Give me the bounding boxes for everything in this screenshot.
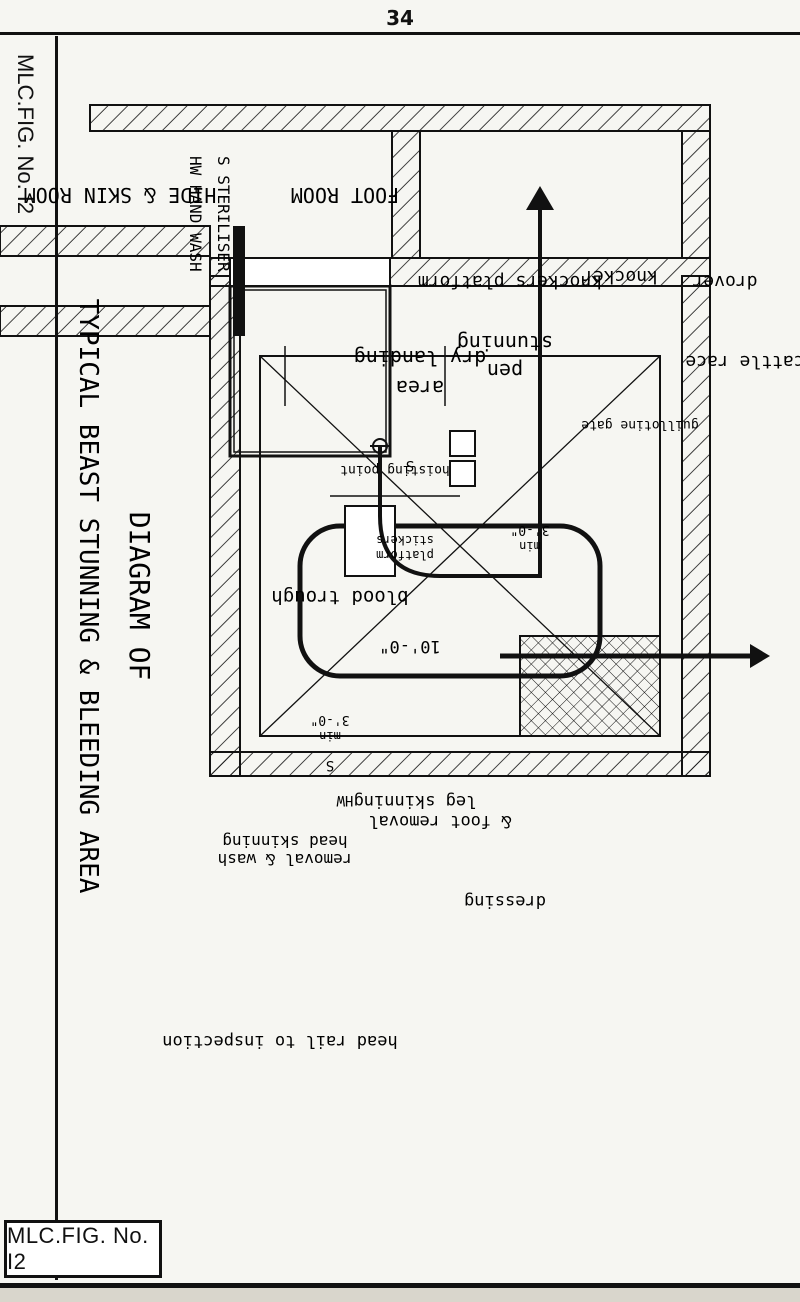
stunning-pen: [228, 284, 392, 458]
main-rail: [378, 336, 542, 578]
race-wall-lower: [0, 225, 211, 257]
dim-3ft-b-min: min: [319, 729, 341, 743]
leg-skinning-label: leg skinning: [354, 791, 477, 811]
race-wall-upper: [0, 305, 211, 337]
blood-trough: [297, 523, 603, 679]
wall-left-vertical: [681, 275, 711, 777]
wall-bleeding-top: [209, 751, 711, 777]
cattle-race-label: cattle race: [685, 351, 800, 372]
figure-number-box: MLC.FIG. No. I2: [4, 1220, 162, 1278]
hw-marker: HW: [336, 792, 353, 808]
legend-hand-wash: HW HAND WASH: [186, 156, 205, 272]
page-number: 34: [386, 6, 414, 30]
dry-landing-label: dry landing: [354, 346, 486, 370]
stickers-platform-label: stickers: [376, 533, 434, 547]
removal-wash-label: removal & wash: [218, 850, 353, 869]
dim-3ft-a-min: min: [519, 539, 541, 553]
head-skinning-area: [519, 635, 661, 737]
wall-foot-room-divider: [391, 130, 421, 259]
title-line-2: TYPICAL BEAST STUNNING & BLEEDING AREA: [73, 299, 103, 894]
dim-10ft: 10'-0": [379, 636, 440, 656]
sterilizer-marker-box: [449, 460, 476, 487]
diagram-labels: FOOT ROOM HIDE & SKIN ROOM drover cattle…: [24, 183, 800, 1051]
knocker-label: knocker: [582, 266, 658, 287]
dim-3ft-a: 3'-0": [510, 522, 549, 537]
foot-room-label: FOOT ROOM: [291, 183, 399, 207]
figure-label-strip: MLC.FIG. No. I2: [0, 36, 58, 1280]
title-line-1: DIAGRAM OF: [123, 512, 156, 681]
dry-landing-label-2: area: [396, 376, 444, 400]
diagram-svg: FOOT ROOM HIDE & SKIN ROOM drover cattle…: [0, 104, 800, 1051]
hide-skin-room-label: HIDE & SKIN ROOM: [24, 183, 217, 207]
dressing-arrow: [526, 186, 554, 210]
top-rule: [0, 32, 800, 35]
stunning-pen-label: stunning: [457, 331, 553, 355]
s-marker-2: S: [406, 457, 414, 473]
foot-removal-label: & foot removal: [368, 811, 511, 831]
stickers-platform: [344, 505, 396, 577]
blood-trough-label: blood trough: [271, 586, 408, 608]
stunning-pen-label-2: pen: [487, 359, 523, 383]
page-edge: [0, 1288, 800, 1302]
dressing-label: dressing: [464, 891, 546, 911]
head-skinning-label: head skinning: [222, 832, 347, 851]
diagram-canvas: FOOT ROOM HIDE & SKIN ROOM drover cattle…: [0, 36, 800, 1216]
drover-label: drover: [692, 271, 757, 292]
stickers-platform-label-2: platform: [376, 548, 434, 562]
title-group: DIAGRAM OF TYPICAL BEAST STUNNING & BLEE…: [73, 299, 156, 894]
guillotine-gate: [233, 226, 245, 336]
knockers-platform: [229, 257, 391, 287]
hoisting-point-label: hoisting point: [340, 462, 450, 477]
head-rail-arrow: [750, 644, 770, 668]
wall-foot-room-left: [681, 130, 711, 259]
dim-3ft-b: 3'-0": [310, 712, 349, 727]
diagram-rotated-group: [0, 104, 770, 777]
bottom-rule: [0, 1283, 800, 1288]
bleeding-area: [259, 355, 661, 737]
knockers-platform-label: knockers platform: [418, 271, 602, 292]
legend: S STERILISER HW HAND WASH: [186, 156, 233, 272]
s-marker: S: [326, 757, 334, 773]
wall-top-long: [89, 104, 711, 132]
legend-sterilizer: S STERILISER: [214, 156, 233, 272]
head-rail-label: head rail to inspection: [162, 1031, 397, 1051]
guillotine-gate-label: guillotine gate: [581, 417, 699, 432]
wall-right-vertical: [209, 275, 241, 777]
